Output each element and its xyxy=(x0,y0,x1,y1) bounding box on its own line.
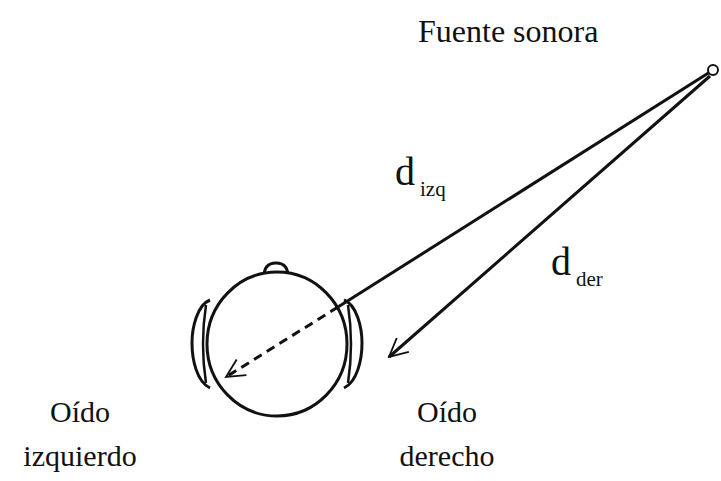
distance-subscript: izq xyxy=(420,178,446,201)
source-label: Fuente sonora xyxy=(418,14,598,49)
ear-label: Oído izquierdo xyxy=(0,390,165,478)
right-ear-inner xyxy=(348,305,351,383)
left-ear-inner xyxy=(203,305,206,383)
left-path-dashed xyxy=(226,307,338,377)
ear-label: Oído derecho xyxy=(377,390,517,478)
right-path-line xyxy=(389,76,710,357)
sound-source xyxy=(708,65,718,75)
distance-symbol: d xyxy=(395,150,415,194)
left-ear xyxy=(192,300,210,388)
distance-subscript: der xyxy=(576,268,603,291)
distance-symbol: d xyxy=(551,240,571,284)
left-path-line xyxy=(338,72,710,307)
right-ear xyxy=(344,300,362,388)
head xyxy=(207,272,347,416)
